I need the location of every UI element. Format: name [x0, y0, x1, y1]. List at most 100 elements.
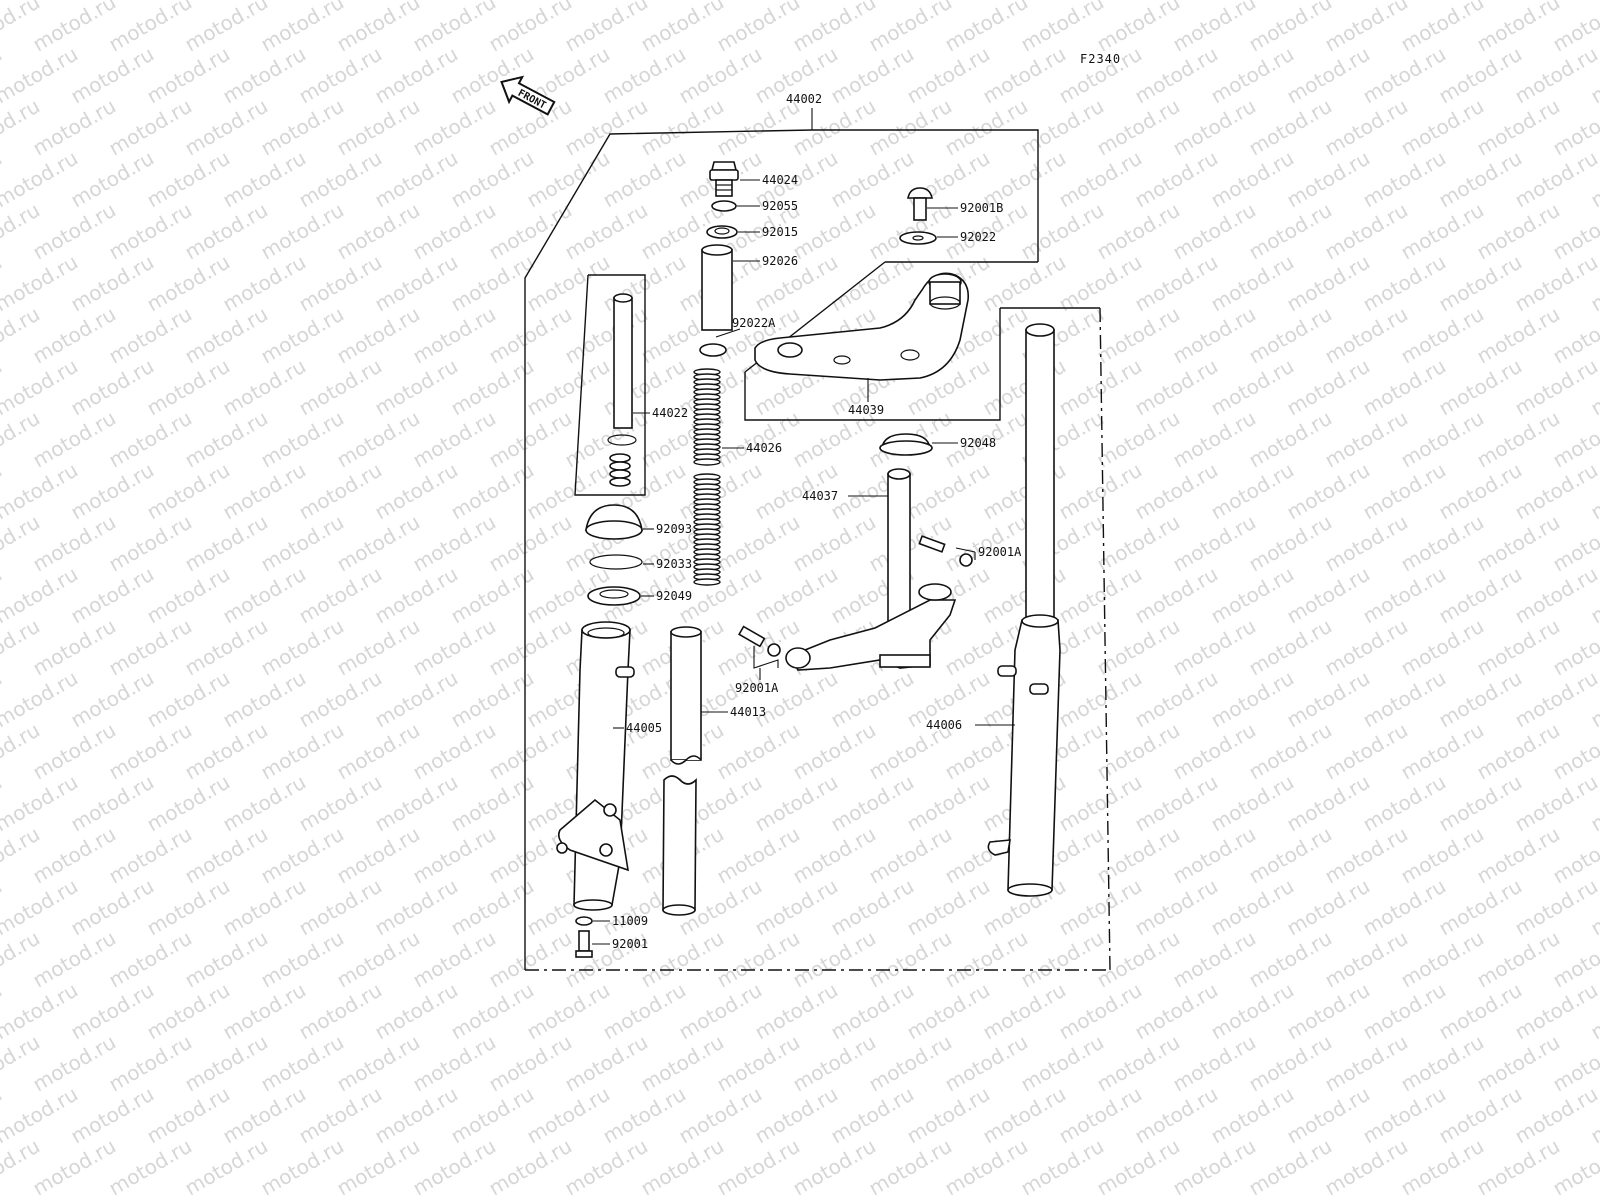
watermark-text: motod.ru — [1093, 406, 1184, 473]
watermark-text: motod.ru — [143, 250, 234, 317]
watermark-text: motod.ru — [1473, 926, 1564, 993]
watermark-text: motod.ru — [295, 666, 386, 733]
watermark-text: motod.ru — [1473, 614, 1564, 681]
watermark-text: motod.ru — [561, 926, 652, 993]
watermark-text: motod.ru — [219, 458, 310, 525]
watermark-text: motod.ru — [1169, 406, 1260, 473]
watermark-text: motod.ru — [1397, 1134, 1488, 1200]
watermark-text: motod.ru — [29, 1030, 120, 1097]
watermark-text: motod.ru — [143, 666, 234, 733]
watermark-text: motod.ru — [333, 926, 424, 993]
watermark-text: motod.ru — [637, 926, 728, 993]
watermark-text: motod.ru — [1131, 42, 1222, 109]
watermark-text: motod.ru — [67, 1082, 158, 1149]
watermark-text: motod.ru — [827, 146, 918, 213]
watermark-text: motod.ru — [181, 302, 272, 369]
o-ring-92055 — [711, 200, 737, 212]
label-92022: 92022 — [960, 230, 996, 244]
watermark-text: motod.ru — [1511, 458, 1600, 525]
watermark-text: motod.ru — [409, 1134, 500, 1200]
watermark-text: motod.ru — [29, 1134, 120, 1200]
watermark-text: motod.ru — [1321, 926, 1412, 993]
watermark-text: motod.ru — [1283, 666, 1374, 733]
watermark-text: motod.ru — [105, 510, 196, 577]
bracket-outline — [744, 308, 1001, 421]
watermark-text: motod.ru — [599, 1082, 690, 1149]
watermark-text: motod.ru — [371, 978, 462, 1045]
watermark-text: motod.ru — [865, 1134, 956, 1200]
watermark-text: motod.ru — [181, 94, 272, 161]
watermark-text: motod.ru — [409, 926, 500, 993]
watermark-text: motod.ru — [1473, 1134, 1564, 1200]
watermark-text: motod.ru — [181, 198, 272, 265]
watermark-text: motod.ru — [1359, 874, 1450, 941]
watermark-text: motod.ru — [1169, 510, 1260, 577]
watermark-text: motod.ru — [1283, 458, 1374, 525]
watermark-text: motod.ru — [1131, 354, 1222, 421]
watermark-text: motod.ru — [257, 1134, 348, 1200]
watermark-text: motod.ru — [1321, 302, 1412, 369]
watermark-text: motod.ru — [1169, 302, 1260, 369]
watermark-text: motod.ru — [1017, 1134, 1108, 1200]
label-92033: 92033 — [656, 557, 692, 571]
spring-coil — [693, 458, 721, 466]
watermark-text: motod.ru — [1435, 250, 1526, 317]
watermark-text: motod.ru — [903, 874, 994, 941]
watermark-text: motod.ru — [1131, 770, 1222, 837]
watermark-text: motod.ru — [485, 718, 576, 785]
watermark-text: motod.ru — [1435, 666, 1526, 733]
watermark-text: motod.ru — [409, 198, 500, 265]
watermark-text: motod.ru — [675, 978, 766, 1045]
watermark-text: motod.ru — [865, 926, 956, 993]
watermark-text: motod.ru — [447, 978, 538, 1045]
watermark-text: motod.ru — [827, 770, 918, 837]
watermark-text: motod.ru — [29, 198, 120, 265]
watermark-text: motod.ru — [1093, 926, 1184, 993]
watermark-text: motod.ru — [67, 458, 158, 525]
watermark-text: motod.ru — [1245, 198, 1336, 265]
watermark-text: motod.ru — [409, 406, 500, 473]
watermark-text: motod.ru — [1169, 718, 1260, 785]
watermark-text: motod.ru — [561, 198, 652, 265]
watermark-text: motod.ru — [941, 510, 1032, 577]
assembly-outline-top — [812, 129, 1039, 262]
watermark-text: motod.ru — [1511, 562, 1600, 629]
watermark-text: motod.ru — [1245, 406, 1336, 473]
watermark-text: motod.ru — [561, 94, 652, 161]
washer-11009 — [575, 916, 593, 926]
watermark-text: motod.ru — [979, 42, 1070, 109]
watermark-text: motod.ru — [219, 770, 310, 837]
watermark-text: motod.ru — [1435, 42, 1526, 109]
watermark-text: motod.ru — [29, 406, 120, 473]
watermark-text: motod.ru — [219, 42, 310, 109]
watermark-text: motod.ru — [1511, 250, 1600, 317]
watermark-text: motod.ru — [409, 718, 500, 785]
oil-seal-92049 — [587, 586, 641, 606]
cap-bolt-44024 — [709, 161, 739, 197]
watermark-text: motod.ru — [1245, 926, 1336, 993]
watermark-text: motod.ru — [29, 926, 120, 993]
watermark-text: motod.ru — [1473, 406, 1564, 473]
watermark-text: motod.ru — [941, 1134, 1032, 1200]
watermark-text: motod.ru — [1283, 874, 1374, 941]
watermark-text: motod.ru — [1397, 926, 1488, 993]
watermark-text: motod.ru — [1359, 562, 1450, 629]
watermark-text: motod.ru — [789, 718, 880, 785]
watermark-text: motod.ru — [1093, 1030, 1184, 1097]
watermark-text: motod.ru — [1017, 926, 1108, 993]
watermark-text: motod.ru — [789, 1134, 880, 1200]
watermark-text: motod.ru — [1283, 42, 1374, 109]
watermark-text: motod.ru — [1397, 406, 1488, 473]
watermark-text: motod.ru — [181, 926, 272, 993]
watermark-text: motod.ru — [1283, 978, 1374, 1045]
watermark-text: motod.ru — [599, 250, 690, 317]
watermark-text: motod.ru — [1093, 1134, 1184, 1200]
watermark-text: motod.ru — [1055, 250, 1146, 317]
watermark-text: motod.ru — [29, 94, 120, 161]
label-11009: 11009 — [612, 914, 648, 928]
watermark-text: motod.ru — [1169, 822, 1260, 889]
watermark-text: motod.ru — [105, 198, 196, 265]
watermark-text: motod.ru — [941, 926, 1032, 993]
watermark-text: motod.ru — [105, 822, 196, 889]
watermark-text: motod.ru — [1435, 146, 1526, 213]
